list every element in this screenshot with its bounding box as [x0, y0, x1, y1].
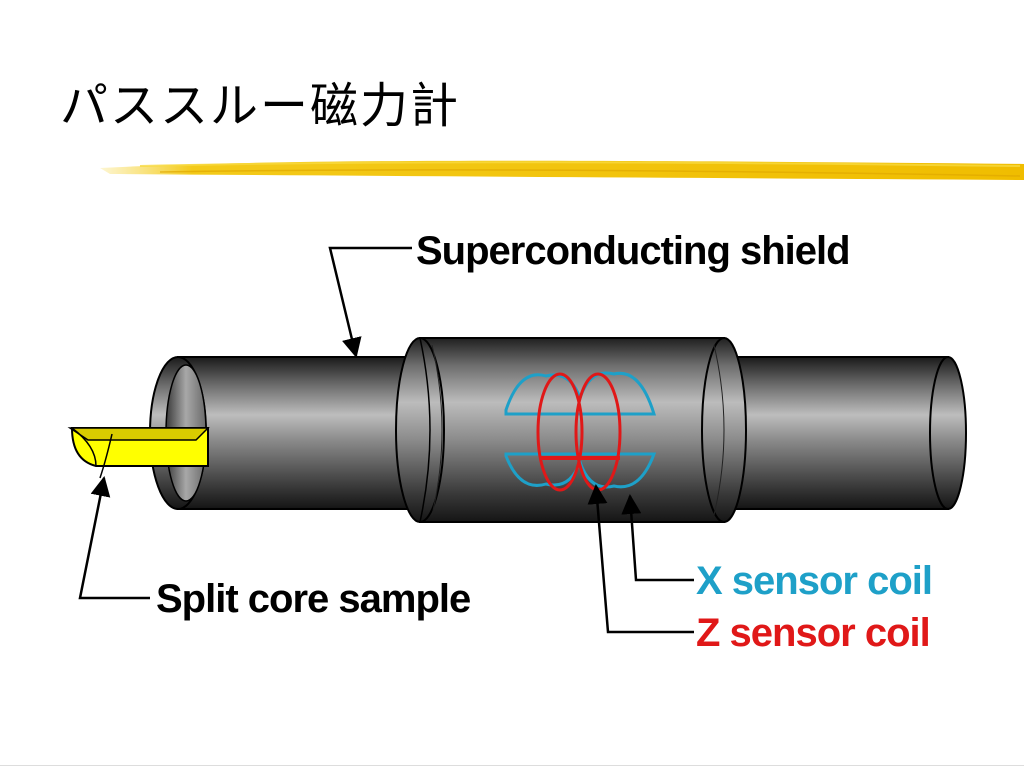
title-underline-brush — [100, 160, 1024, 180]
x-coil-label: X sensor coil — [696, 559, 932, 603]
right-tube — [719, 356, 967, 510]
sample-label: Split core sample — [156, 577, 470, 621]
slide-bottom-rule — [0, 765, 1024, 766]
x-coil-leader — [621, 494, 694, 582]
split-core-sample — [67, 427, 210, 479]
shield-label: Superconducting shield — [416, 229, 850, 273]
z-coil-leader — [587, 484, 694, 634]
shield-leader — [328, 246, 412, 358]
z-coil-label: Z sensor coil — [696, 611, 930, 655]
sample-leader — [78, 476, 150, 600]
leader-lines — [78, 246, 694, 634]
center-cylinder — [395, 337, 747, 523]
slide-title: パススルー磁力計 — [60, 78, 461, 134]
z-sensor-coil — [536, 372, 622, 492]
